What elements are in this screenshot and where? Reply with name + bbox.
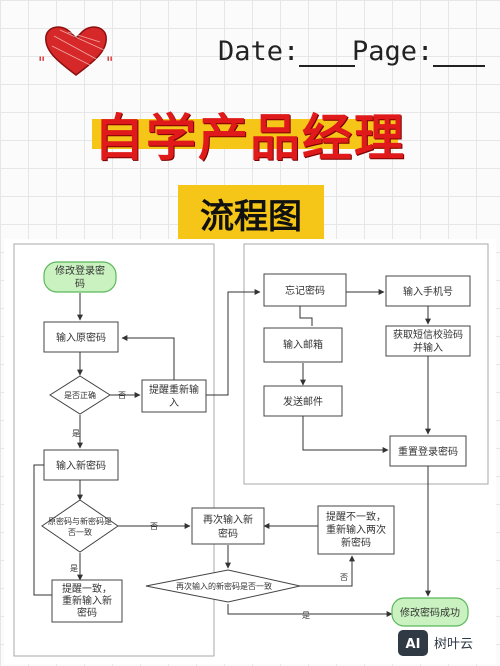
svg-text:是否正确: 是否正确 — [64, 390, 96, 400]
svg-text:原密码与新密码是: 原密码与新密码是 — [48, 516, 112, 526]
svg-text:": " — [38, 53, 45, 72]
node-input-phone: 输入手机号 — [385, 275, 471, 307]
svg-text:入: 入 — [169, 398, 179, 409]
svg-text:忘记密码: 忘记密码 — [285, 284, 325, 297]
page-label: Page: — [352, 36, 434, 67]
start-line-1: 修改登录密 — [55, 264, 105, 277]
node-twice-check: 再次输入的新密码是否一致 — [145, 569, 301, 603]
node-is-correct: 是否正确 — [49, 375, 111, 415]
subtitle-highlight — [178, 185, 324, 241]
node-input-old: 输入原密码 — [43, 321, 119, 353]
watermark: AI 树叶云 — [396, 628, 492, 658]
node-reset: 重置登录密码 — [389, 435, 467, 467]
svg-text:密码: 密码 — [77, 606, 97, 619]
node-start: 修改登录密 码 — [43, 261, 117, 293]
svg-text:修改密码成功: 修改密码成功 — [400, 606, 460, 619]
label-yes-3: 是 — [302, 611, 310, 620]
svg-text:输入邮箱: 输入邮箱 — [283, 338, 323, 351]
page-field: Page: — [352, 36, 486, 67]
node-input-new: 输入新密码 — [43, 449, 119, 481]
node-forgot: 忘记密码 — [263, 273, 347, 307]
page-subtitle: 流程图 — [200, 197, 302, 237]
page-title: 自学产品经理 — [94, 109, 406, 167]
svg-text:输入新密码: 输入新密码 — [56, 459, 106, 472]
svg-text:提醒不一致，: 提醒不一致， — [326, 510, 386, 523]
flow-connectors — [33, 289, 431, 617]
svg-text:再次输入新: 再次输入新 — [203, 513, 253, 526]
label-yes-1: 是 — [72, 429, 80, 438]
node-remind-reinput: 提醒重新输 入 — [141, 379, 207, 413]
node-success: 修改密码成功 — [391, 597, 469, 627]
watermark-text: 树叶云 — [434, 637, 473, 652]
svg-text:输入原密码: 输入原密码 — [56, 331, 106, 344]
page-blank — [433, 39, 486, 67]
watermark-logo: AI — [406, 637, 421, 652]
svg-text:提醒一致，: 提醒一致， — [62, 582, 112, 595]
svg-text:发送邮件: 发送邮件 — [283, 395, 323, 408]
label-no-3: 否 — [340, 573, 348, 582]
node-remind-same: 提醒一致， 重新输入新 密码 — [51, 579, 123, 623]
svg-text:": " — [106, 53, 113, 72]
label-no-1: 否 — [118, 391, 126, 400]
node-send-mail: 发送邮件 — [263, 385, 343, 417]
watermark-logo-box — [398, 630, 428, 656]
node-get-sms: 获取短信校验码 并输入 — [385, 325, 471, 357]
svg-text:重新输入新: 重新输入新 — [62, 594, 112, 607]
svg-text:输入手机号: 输入手机号 — [403, 285, 453, 298]
node-remind-mismatch: 提醒不一致， 重新输入两次 新密码 — [317, 505, 395, 555]
svg-text:并输入: 并输入 — [413, 341, 443, 354]
group-frame-right — [243, 243, 489, 485]
svg-text:密码: 密码 — [218, 527, 238, 540]
date-blank — [299, 39, 356, 67]
date-field: Date: — [218, 36, 356, 67]
node-input-email: 输入邮箱 — [263, 327, 343, 363]
svg-text:否一致: 否一致 — [68, 527, 92, 537]
svg-text:重置登录密码: 重置登录密码 — [398, 445, 458, 458]
svg-text:新密码: 新密码 — [341, 536, 371, 549]
heart-icon: " " — [38, 26, 113, 76]
node-reinput-new: 再次输入新 密码 — [191, 507, 265, 545]
label-no-2: 否 — [150, 522, 158, 531]
title-highlight — [92, 119, 398, 149]
svg-text:提醒重新输: 提醒重新输 — [149, 383, 199, 396]
group-frame-left — [13, 243, 215, 657]
date-label: Date: — [218, 36, 300, 67]
node-same-check: 原密码与新密码是 否一致 — [41, 499, 119, 553]
svg-text:重新输入两次: 重新输入两次 — [326, 523, 386, 536]
svg-text:获取短信校验码: 获取短信校验码 — [393, 328, 463, 341]
label-yes-2: 是 — [70, 564, 78, 573]
svg-text:再次输入的新密码是否一致: 再次输入的新密码是否一致 — [176, 581, 272, 591]
start-line-2: 码 — [75, 278, 85, 290]
